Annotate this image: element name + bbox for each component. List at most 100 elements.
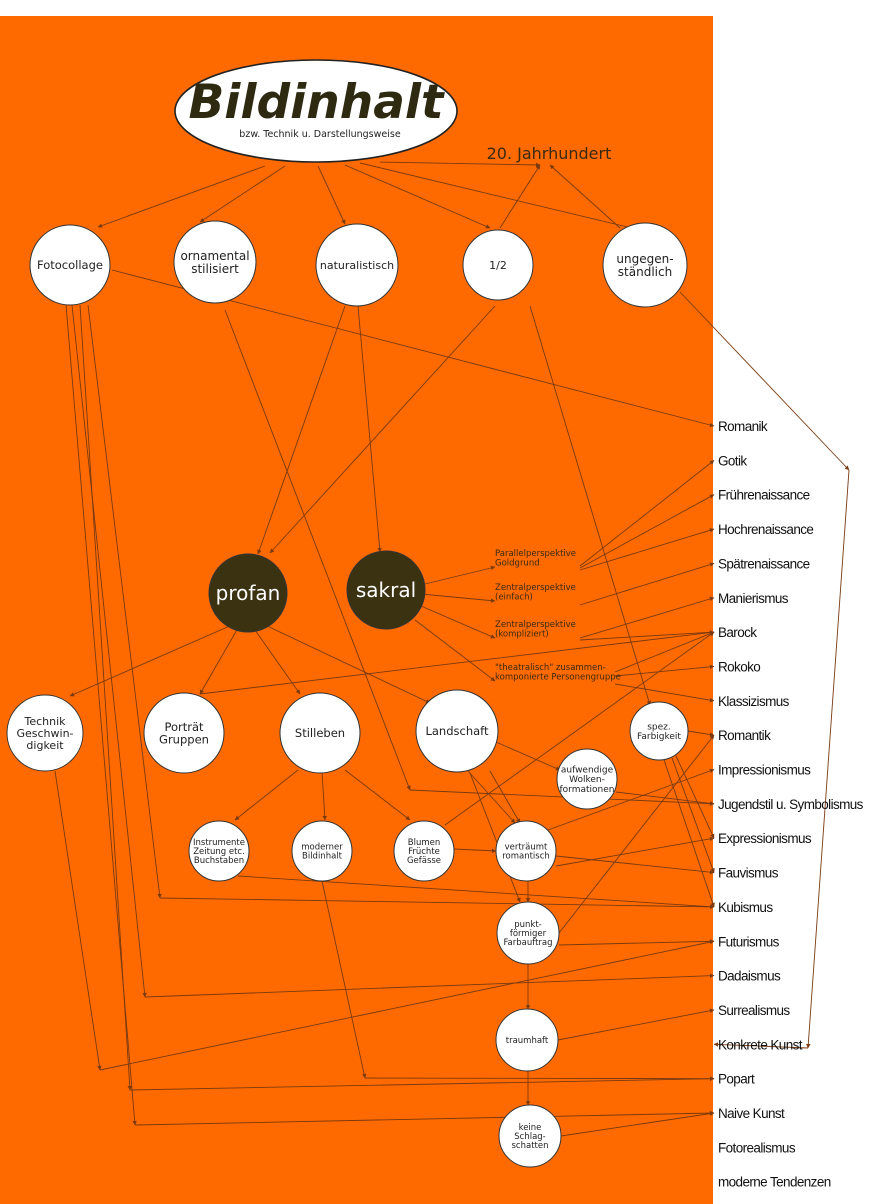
node-label: Bildinhalt — [302, 852, 343, 862]
connector-line — [199, 165, 286, 223]
connector-line — [467, 770, 516, 824]
style-item: Barock — [718, 625, 757, 640]
style-item: Naive Kunst — [718, 1106, 785, 1121]
style-item: Dadaismus — [718, 969, 781, 984]
connector-line — [97, 165, 266, 228]
node-label: Früchte — [408, 847, 440, 857]
connector-line — [499, 164, 541, 229]
perspective-parallel: Goldgrund — [495, 559, 540, 569]
connector-line — [364, 1076, 715, 1081]
node-label: Blumen — [408, 838, 440, 848]
node-label: traumhaft — [506, 1036, 549, 1046]
connector-line — [579, 494, 715, 569]
connector-line — [379, 161, 541, 168]
style-item: Popart — [718, 1072, 755, 1087]
connector-line — [344, 164, 491, 229]
style-item: Konkrete Kunst — [718, 1037, 803, 1052]
connector-line — [321, 771, 327, 821]
style-item: Romantik — [718, 728, 771, 743]
node-circle — [462, 229, 534, 301]
connector-line — [453, 848, 497, 854]
connector-line — [529, 305, 651, 706]
node-circle — [29, 224, 111, 306]
node-label: Technik — [23, 715, 66, 728]
connector-line — [317, 165, 346, 225]
style-item: moderne Tendenzen — [718, 1175, 831, 1190]
node-label: Stilleben — [295, 726, 345, 740]
connector-line — [144, 973, 715, 998]
connector-line — [806, 469, 850, 1049]
node-circle — [346, 550, 426, 630]
perspective-notes: ParallelperspektiveGoldgrundZentralpersp… — [495, 549, 621, 683]
connector-line — [549, 164, 621, 229]
connector-line — [614, 664, 715, 677]
connector-line — [614, 631, 715, 673]
connector-line — [159, 897, 715, 910]
connector-line — [579, 528, 715, 571]
node-circle — [173, 220, 257, 304]
node-label: sakral — [356, 578, 416, 602]
node-label: schatten — [512, 1141, 549, 1151]
node-stilleben: Stilleben — [279, 692, 361, 774]
connector-line — [420, 605, 496, 639]
node-label: digkeit — [26, 739, 64, 752]
node-label: Porträt — [164, 720, 204, 734]
node-label: spez. — [647, 722, 671, 732]
connector-line — [129, 1076, 715, 1091]
connector-line — [344, 769, 411, 821]
style-item: Expressionismus — [718, 831, 812, 846]
node-circle — [602, 222, 688, 308]
perspective-theatralisch: komponierte Personengruppe — [495, 673, 621, 683]
node-label: Schlag- — [514, 1132, 546, 1142]
node-circle — [188, 820, 250, 882]
node-label: moderner — [301, 842, 343, 852]
node-label: ständlich — [618, 265, 672, 279]
connector-line — [555, 855, 715, 875]
node-circle — [393, 820, 455, 882]
node-label: Instrumente — [193, 838, 245, 848]
connector-line — [558, 939, 715, 946]
node-farbigkeit: spez.Farbigkeit — [629, 701, 689, 761]
node-circle — [6, 694, 84, 772]
style-item: Gotik — [718, 453, 747, 468]
style-item: Rokoko — [718, 659, 760, 674]
perspective-zentral-einfach: (einfach) — [495, 593, 533, 603]
connector-line — [489, 770, 521, 824]
connector-line — [469, 772, 521, 903]
style-item: Spätrenaissance — [718, 556, 810, 571]
perspective-zentral-kompliziert: Zentralperspektive — [495, 620, 576, 630]
perspective-theatralisch: "theatralisch" zusammen- — [495, 663, 606, 673]
connector-line — [234, 769, 299, 821]
connector-line — [579, 459, 715, 567]
node-label: ungegen- — [616, 252, 673, 266]
node-circle — [415, 689, 499, 773]
connector-line — [257, 305, 346, 555]
connector-line — [687, 730, 715, 737]
century-label: 20. Jahrhundert — [487, 144, 612, 163]
node-label: romantisch — [502, 852, 550, 862]
style-item: Futurismus — [718, 934, 780, 949]
node-label: Gruppen — [159, 732, 209, 746]
node-label: Farbauftrag — [503, 938, 552, 948]
node-label: Zeitung etc. — [193, 847, 245, 857]
node-landschaft: Landschaft — [415, 689, 499, 773]
node-label: Wolken- — [569, 775, 605, 785]
title-block: Bildinhalt bzw. Technik u. Darstellungsw… — [174, 59, 458, 163]
node-label: naturalistisch — [320, 259, 394, 272]
connector-line — [199, 630, 715, 695]
connector-line — [87, 304, 162, 899]
connector-line — [420, 593, 496, 603]
connector-line — [69, 624, 233, 697]
node-label: Geschwin- — [16, 727, 73, 740]
connector-line — [713, 1042, 809, 1049]
style-item: Kubismus — [718, 900, 773, 915]
node-circle — [495, 820, 557, 882]
style-item: Fauvismus — [718, 866, 779, 881]
connector-line — [254, 629, 301, 695]
